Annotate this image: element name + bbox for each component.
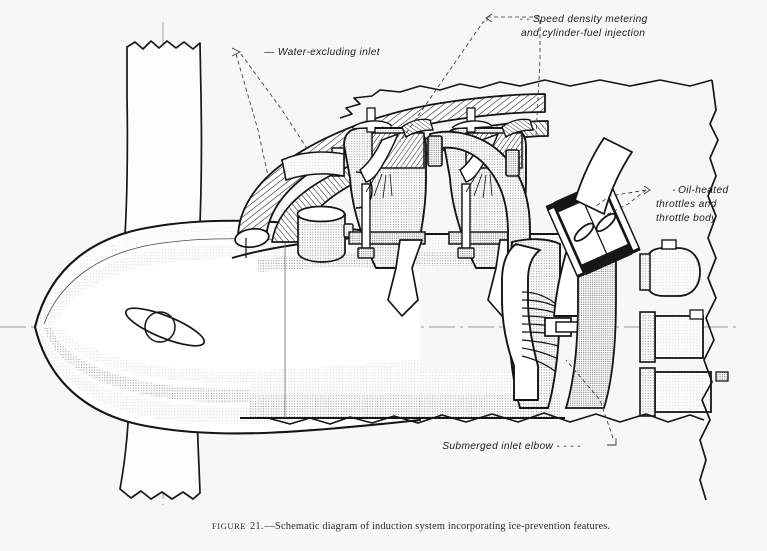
leader-submerged-inlet-elbow xyxy=(565,359,617,446)
callout-speed-density-dash: - - xyxy=(519,14,530,25)
leader-oil-heated-throttles xyxy=(595,189,647,217)
break-line-bottom xyxy=(267,412,705,425)
cylinder-forward-skirt xyxy=(387,239,423,317)
accessory-drum xyxy=(296,205,354,263)
fuel-injector-forward xyxy=(359,118,434,199)
svg-text:-Oil-heated: -Oil-heated xyxy=(650,185,744,196)
svg-text:—Water-excluding inlet: —Water-excluding inlet xyxy=(242,47,396,58)
caption-body: —Schematic diagram of induction system i… xyxy=(264,521,611,532)
caption-figure-word: FIGURE xyxy=(212,521,246,531)
injector-fuel-lines xyxy=(351,107,493,133)
callout-speed-density-line-1: Speed density metering xyxy=(533,14,648,25)
svg-text:- -Speed density metering: - -Speed density metering xyxy=(497,14,664,25)
callout-speed-density-line-2: and cylinder-fuel injection xyxy=(521,28,645,39)
figure-caption: FIGURE 21.—Schematic diagram of induction… xyxy=(212,521,610,532)
svg-text:Submerged inlet elbow- - - -: Submerged inlet elbow- - - - xyxy=(420,441,597,452)
callout-oil-heated-line-2: throttles and xyxy=(656,199,717,210)
callout-submerged-inlet-elbow: Submerged inlet elbow- - - - xyxy=(420,441,597,452)
accessory-housing-upper xyxy=(639,239,701,297)
caption-figure-number: 21. xyxy=(250,521,263,532)
accessory-housing-middle xyxy=(639,309,704,363)
callout-oil-heated-line-1: Oil-heated xyxy=(678,185,729,196)
leader-arrowheads xyxy=(231,13,651,195)
leader-speed-density-metering xyxy=(399,16,541,143)
callout-water-excluding-inlet: —Water-excluding inlet xyxy=(242,47,396,58)
callout-oil-heated-line-3: throttle body xyxy=(656,213,717,224)
callout-speed-density-metering: - -Speed density metering and cylinder-f… xyxy=(497,14,664,39)
callout-water-excluding-inlet-dash: — xyxy=(263,47,275,58)
callout-submerged-dash: - - - - xyxy=(556,441,581,452)
callout-oil-heated-throttles: -Oil-heated throttles and throttle body xyxy=(650,185,744,224)
callout-oil-heated-dash: - xyxy=(672,185,676,196)
throttle-upper-duct xyxy=(574,137,633,215)
submerged-inlet-elbow-duct xyxy=(501,243,541,401)
accessory-housing-lower xyxy=(639,367,729,417)
callout-water-excluding-inlet-line-1: Water-excluding inlet xyxy=(278,47,381,58)
supercharger-section xyxy=(501,238,617,409)
intake-manifold xyxy=(281,130,531,259)
leader-water-excluding-inlet xyxy=(235,53,309,177)
callout-submerged-line-1: Submerged inlet elbow xyxy=(442,441,553,452)
spinner-blade-root-detail xyxy=(124,307,206,347)
break-line-top xyxy=(339,79,713,119)
break-line-right xyxy=(699,79,719,501)
